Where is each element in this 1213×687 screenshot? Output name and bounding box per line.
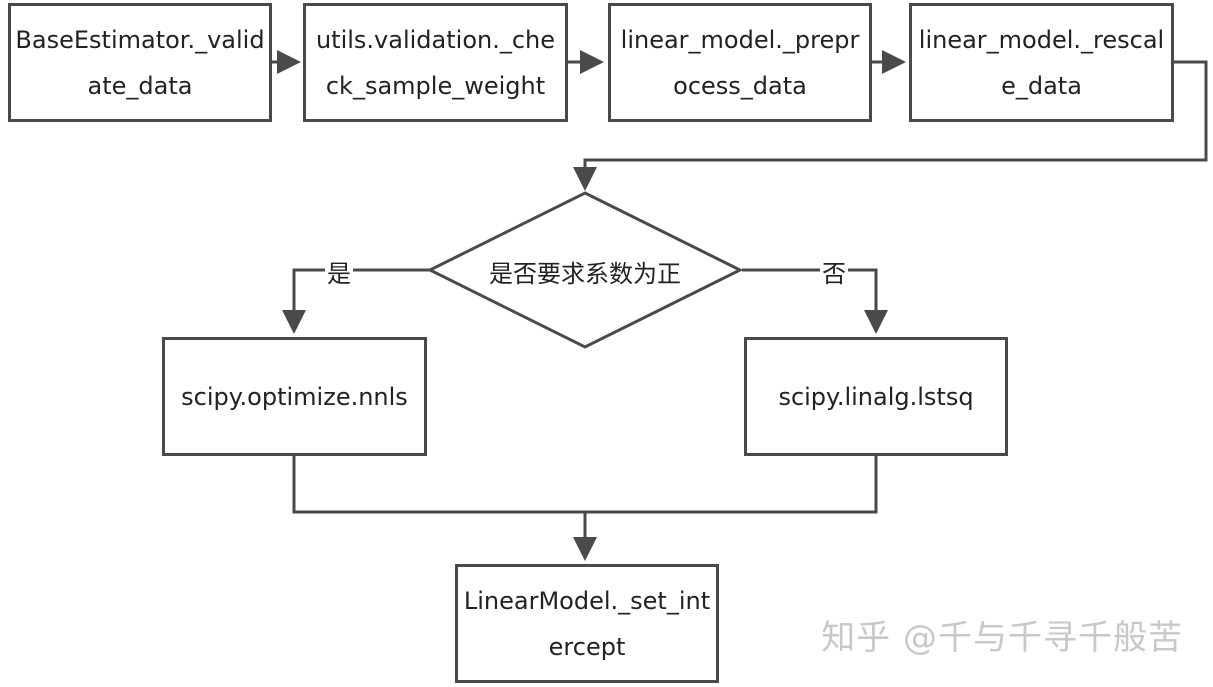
decision-text: 是否要求系数为正 — [489, 260, 681, 288]
yes-label: 是 — [325, 254, 353, 289]
decision-diamond — [426, 191, 744, 349]
arrow-yes — [282, 268, 430, 334]
node-set-intercept: LinearModel._set_intercept — [455, 564, 719, 683]
arrow-no — [742, 268, 888, 334]
node-lstsq: scipy.linalg.lstsq — [744, 337, 1008, 456]
node-nnls: scipy.optimize.nnls — [162, 337, 427, 456]
arrow-n4-decision — [573, 60, 1208, 191]
node-check-sample-weight: utils.validation._check_sample_weight — [303, 3, 568, 122]
no-label: 否 — [820, 254, 848, 289]
watermark: 知乎 @千与千寻千般苦 — [821, 618, 1183, 658]
node-preprocess-data: linear_model._preprocess_data — [608, 3, 872, 122]
merge-left — [292, 456, 878, 514]
node-validate-data: BaseEstimator._validate_data — [8, 3, 272, 122]
node-rescale-data: linear_model._rescale_data — [909, 3, 1174, 122]
